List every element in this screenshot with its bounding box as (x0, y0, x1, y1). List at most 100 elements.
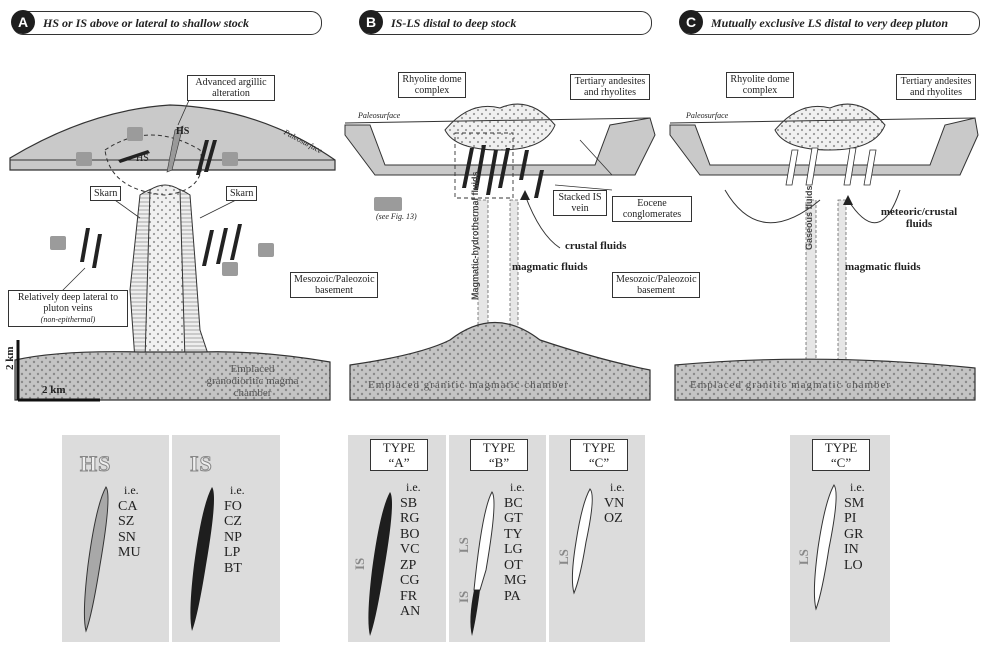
hydrothermal-fluids-label: Magmatic-hydrothermal fluids (470, 180, 480, 300)
type-c2-item: PI (844, 511, 865, 527)
vein-deep-1 (80, 228, 90, 262)
legend-is-item: NP (224, 530, 245, 546)
type-a-type: TYPE (371, 440, 427, 455)
stacked-vein-box: Stacked IS vein (553, 190, 607, 216)
type-b-side-bottom: IS (456, 591, 472, 603)
legend-card-type-c: TYPE “C” LS i.e. SM PI GR IN LO (790, 435, 890, 642)
type-a-item: SB (400, 496, 421, 512)
rhyolite-box-b: Rhyolite dome complex (398, 72, 466, 98)
type-b-name: “B” (471, 455, 527, 470)
basement-box-b: Mesozoic/Paleozoic basement (290, 272, 378, 298)
legend-is-item: LP (224, 545, 245, 561)
legend-hs-item: SN (118, 530, 141, 546)
legend-is-title: IS (190, 451, 213, 477)
legend-is-item: CZ (224, 514, 245, 530)
code-tag-a2 (76, 152, 92, 166)
type-a-name: “A” (371, 455, 427, 470)
type-b-item: BC (504, 496, 527, 512)
code-tag-b1 (374, 197, 402, 211)
andesites-box-b: Tertiary andesites and rhyolites (570, 74, 650, 100)
card-divider (446, 435, 449, 642)
scale-vertical-label: 2 km (4, 346, 16, 370)
type-c2-item: IN (844, 542, 865, 558)
skarn-right-box: Skarn (226, 186, 257, 201)
type-c1-ie: i.e. (610, 480, 625, 496)
advanced-argillic-box: Advanced argillic alteration (187, 75, 275, 101)
legend-is-item: BT (224, 561, 245, 577)
type-c1-item: VN (604, 496, 625, 512)
panel-c-section (670, 104, 978, 400)
type-b-side-top: LS (456, 537, 472, 553)
legend-is-vein (188, 485, 218, 635)
card-divider (169, 435, 172, 642)
legend-hs-item: CA (118, 499, 141, 515)
legend-hs-title: HS (80, 451, 111, 477)
legend-card-types: TYPE “A” IS i.e. SB RG BO VC ZP CG FR AN… (348, 435, 645, 642)
type-c2-item: LO (844, 558, 865, 574)
code-tag-a3 (222, 152, 238, 166)
eocene-box: Eocene conglomerates (612, 196, 692, 222)
type-a-item: CG (400, 573, 421, 589)
type-c1-side: LS (556, 549, 572, 565)
type-b-box: TYPE “B” (470, 439, 528, 471)
type-c1-type: TYPE (571, 440, 627, 455)
legend-hs-ie: i.e. (124, 483, 141, 499)
code-tag-a6 (222, 262, 238, 276)
type-c2-name: “C” (813, 455, 869, 470)
type-c2-box: TYPE “C” (812, 439, 870, 471)
andesites-box-c: Tertiary andesites and rhyolites (896, 74, 976, 100)
type-c2-item: SM (844, 496, 865, 512)
type-c2-list: i.e. SM PI GR IN LO (844, 480, 865, 573)
conduit-c-2 (838, 200, 846, 360)
type-c2-vein (812, 483, 840, 613)
legend-hs-item: SZ (118, 514, 141, 530)
gaseous-fluids-label: Gaseous fluids (804, 170, 814, 250)
type-c2-ie: i.e. (850, 480, 865, 496)
vein-deep-5 (230, 224, 242, 260)
deep-veins-subtext: (non-epithermal) (41, 315, 96, 324)
type-a-side: IS (352, 558, 368, 570)
type-a-item: AN (400, 604, 421, 620)
legend-is-ie: i.e. (230, 483, 245, 499)
type-c2-item: GR (844, 527, 865, 543)
legend-is-item: FO (224, 499, 245, 515)
chamber-a-label: Emplaced granodioritic magma chamber (205, 363, 300, 399)
type-b-type: TYPE (471, 440, 527, 455)
chamber-c-label: Emplaced granitic magmatic chamber (690, 380, 891, 391)
type-b-vein (468, 490, 498, 640)
paleosurface-c: Paleosurface (686, 110, 728, 121)
code-tag-a1 (127, 127, 143, 141)
deep-veins-box: Relatively deep lateral to pluton veins … (8, 290, 128, 327)
type-a-item: FR (400, 589, 421, 605)
legend-is-list: i.e. FO CZ NP LP BT (224, 483, 245, 576)
deep-veins-text: Relatively deep lateral to pluton veins (18, 292, 118, 314)
vein-deep-4 (216, 228, 228, 264)
type-b-list: i.e. BC GT TY LG OT MG PA (504, 480, 527, 604)
magmatic-fluids-b-label: magmatic fluids (512, 262, 587, 273)
paleosurface-b: Paleosurface (358, 110, 400, 121)
type-a-box: TYPE “A” (370, 439, 428, 471)
card-divider (546, 435, 549, 642)
type-a-item: RG (400, 511, 421, 527)
type-b-item: TY (504, 527, 527, 543)
stock-core (145, 185, 185, 360)
hs-label-upper: HS (176, 126, 189, 137)
hs-label-lower: HS (136, 153, 149, 164)
type-b-item: PA (504, 589, 527, 605)
crustal-fluids-label: crustal fluids (565, 241, 626, 252)
type-c2-side: LS (796, 549, 812, 565)
scale-horizontal-label: 2 km (42, 384, 66, 396)
type-a-list: i.e. SB RG BO VC ZP CG FR AN (400, 480, 421, 620)
rhyolite-box-c: Rhyolite dome complex (726, 72, 794, 98)
type-a-vein (366, 490, 396, 640)
code-tag-a4 (50, 236, 66, 250)
type-a-ie: i.e. (406, 480, 421, 496)
legend-hs-vein (82, 485, 112, 635)
type-b-ie: i.e. (510, 480, 527, 496)
type-a-item: BO (400, 527, 421, 543)
vein-deep-2 (92, 234, 102, 268)
legend-hs-list: i.e. CA SZ SN MU (118, 483, 141, 561)
chamber-b-label: Emplaced granitic magmatic chamber (368, 380, 569, 391)
magmatic-fluids-c-label: magmatic fluids (845, 262, 920, 273)
code-tag-a5 (258, 243, 274, 257)
